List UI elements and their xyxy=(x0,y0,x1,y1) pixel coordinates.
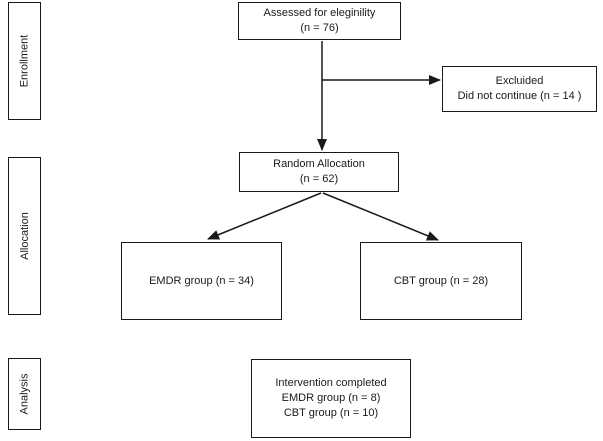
node-excluded-line1: Excluided xyxy=(495,75,544,88)
node-random-line2: (n = 62) xyxy=(299,173,339,185)
stage-label-enrollment: Enrollment xyxy=(8,2,41,120)
node-random-allocation: Random Allocation (n = 62) xyxy=(239,152,399,192)
stage-label-analysis: Analysis xyxy=(8,358,41,430)
node-intervention-line2: EMDR group (n = 8) xyxy=(281,392,381,405)
node-emdr-group: EMDR group (n = 34) xyxy=(121,242,282,320)
node-random-line1: Random Allocation xyxy=(273,158,365,171)
node-intervention-completed: Intervention completed EMDR group (n = 8… xyxy=(251,359,411,438)
stage-label-allocation-text: Allocation xyxy=(18,212,31,260)
arrow-random-to-cbt xyxy=(322,192,439,241)
node-cbt-group: CBT group (n = 28) xyxy=(360,242,522,320)
node-excluded-line2: Did not continue (n = 14 ) xyxy=(457,90,582,102)
node-assessed-line1: Assessed for eleginility xyxy=(263,7,376,20)
stage-label-allocation: Allocation xyxy=(8,157,41,315)
node-intervention-line1: Intervention completed xyxy=(275,377,387,390)
node-excluded: Excluided Did not continue (n = 14 ) xyxy=(442,66,597,112)
node-intervention-line3: CBT group (n = 10) xyxy=(283,406,379,419)
stage-label-enrollment-text: Enrollment xyxy=(18,34,31,88)
node-emdr-line1: EMDR group (n = 34) xyxy=(149,274,254,287)
stage-label-analysis-text: Analysis xyxy=(18,373,31,415)
node-assessed-for-eligibility: Assessed for eleginility (n = 76) xyxy=(238,2,401,40)
node-cbt-line1: CBT group (n = 28) xyxy=(393,274,489,287)
arrow-random-to-emdr xyxy=(207,192,322,240)
node-assessed-line2: (n = 76) xyxy=(300,22,339,34)
